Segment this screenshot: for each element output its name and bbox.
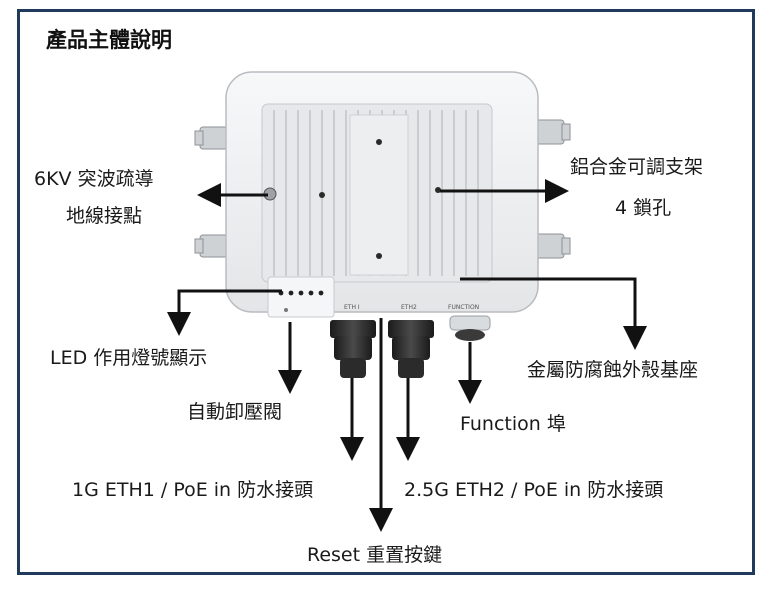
eth2-label: 2.5G ETH2 / PoE in 防水接頭 — [404, 479, 664, 501]
eth2-gland — [388, 320, 434, 378]
eth2-marking: ETH2 — [401, 304, 417, 311]
reset-label: Reset 重置按鍵 — [307, 544, 443, 566]
callout-arrows — [167, 179, 647, 532]
function-marking: FUNCTION — [448, 304, 479, 311]
bracket-label-line1: 鋁合金可調支架 — [570, 156, 704, 178]
diagram-title: 產品主體說明 — [46, 28, 172, 52]
function-port-label: Function 埠 — [460, 413, 566, 435]
base-arrow — [460, 277, 647, 350]
function-port — [449, 315, 491, 341]
led-label: LED 作用燈號顯示 — [50, 347, 208, 369]
base-label: 金屬防腐蝕外殼基座 — [527, 359, 699, 381]
bracket-label-line2: 4 鎖孔 — [615, 197, 672, 219]
valve-label: 自動卸壓閥 — [187, 401, 283, 423]
led-arrow — [167, 289, 282, 336]
grounding-label-line2: 地線接點 — [66, 205, 143, 227]
eth1-label: 1G ETH1 / PoE in 防水接頭 — [72, 479, 314, 501]
eth1-gland — [330, 320, 376, 378]
grounding-label-line1: 6KV 突波疏導 — [34, 168, 154, 190]
heat-sink — [261, 103, 493, 283]
eth1-marking: ETH I — [344, 304, 360, 311]
led-panel — [267, 276, 335, 318]
